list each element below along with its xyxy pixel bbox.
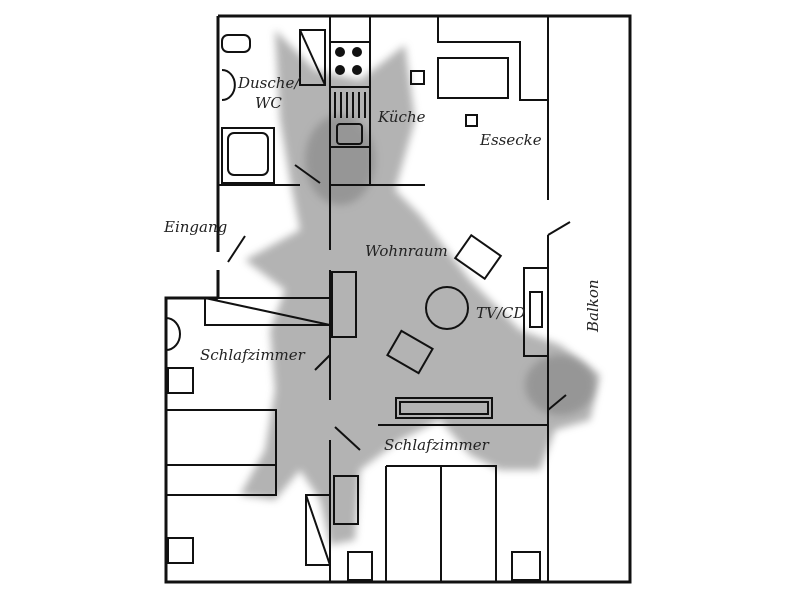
round-table-icon <box>425 286 469 330</box>
fox-face <box>305 115 595 415</box>
wardrobe-icon <box>333 475 359 525</box>
label-kitchen: Küche <box>377 108 426 126</box>
dining-table-icon <box>437 57 509 99</box>
wardrobe-icon <box>331 271 357 338</box>
nightstand-icon <box>511 551 541 581</box>
drainer-icon <box>334 92 366 118</box>
nightstand-icon <box>167 367 194 394</box>
sideboard-icon <box>395 397 493 419</box>
sink-icon <box>329 86 371 148</box>
burners-icon <box>335 47 362 75</box>
label-wc: WC <box>255 94 282 112</box>
label-balcony: Balkon <box>584 279 602 333</box>
toilet-icon <box>221 34 251 53</box>
nightstand-icon <box>167 537 194 564</box>
label-living: Wohnraum <box>365 242 448 260</box>
label-entrance: Eingang <box>163 218 227 236</box>
armchair-icon <box>453 233 503 281</box>
nightstand-icon <box>347 551 373 581</box>
chair-icon <box>465 114 478 127</box>
label-bedroom-2: Schlafzimmer <box>384 436 490 454</box>
label-tv: TV/CD <box>476 304 525 322</box>
label-dining: Essecke <box>479 131 542 149</box>
bathtub-icon <box>221 127 275 184</box>
label-bath: Dusche/ <box>237 74 301 92</box>
fixtures <box>165 29 549 581</box>
armchair-icon <box>386 329 434 375</box>
shower-icon <box>221 69 236 101</box>
chair-icon <box>410 70 425 85</box>
door-swings <box>227 164 571 451</box>
label-bedroom-1: Schlafzimmer <box>200 346 306 364</box>
cabinet-icon <box>523 267 549 357</box>
